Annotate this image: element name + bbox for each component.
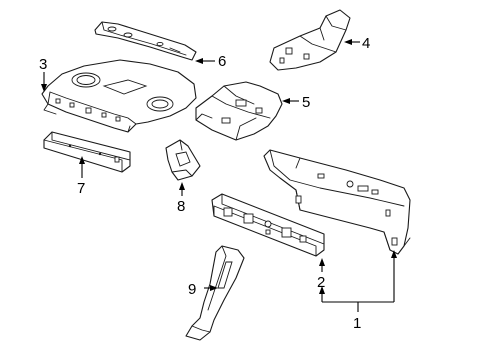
callout-7: 7 [77,180,85,197]
callout-2: 2 [317,274,325,291]
callout-3: 3 [39,56,47,73]
leader-1 [319,250,397,312]
callout-9: 9 [188,281,196,298]
leader-3 [41,72,47,92]
leader-9 [204,285,218,291]
callout-8: 8 [177,198,185,215]
part-6-upper-crossbar [94,21,197,61]
leader-7 [79,156,85,178]
part-3-package-shelf [41,59,197,133]
leader-5 [282,98,299,104]
part-4-upper-bracket [269,9,351,71]
leader-8 [179,182,185,196]
leader-2 [319,258,325,272]
part-1-rear-body-panel [263,149,411,255]
callout-4: 4 [362,35,370,52]
part-2-rear-end-panel [211,193,325,257]
part-5-floor-extension [195,81,283,141]
part-9-lower-bracket [185,245,245,341]
callout-5: 5 [302,94,310,111]
part-7-lower-channel [43,131,131,173]
callout-1: 1 [353,315,361,332]
part-8-small-bracket [165,139,201,181]
leader-4 [344,39,360,45]
callout-6: 6 [218,53,226,70]
leader-6 [195,58,215,64]
